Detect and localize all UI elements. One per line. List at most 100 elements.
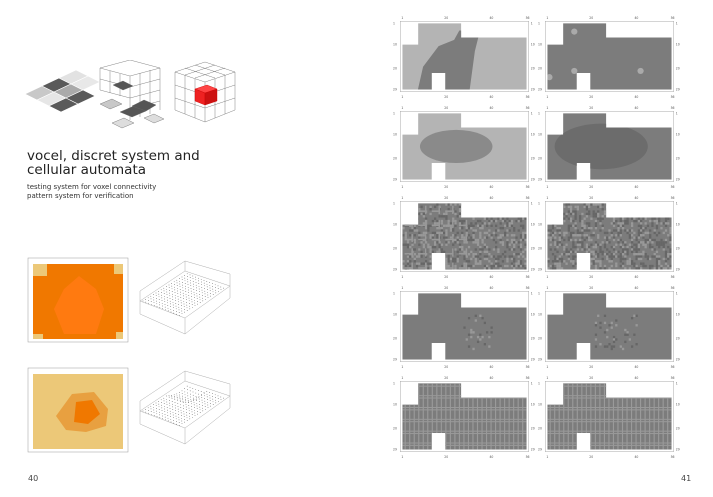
y-tick-label: 1 bbox=[531, 201, 533, 205]
x-tick-label: 56 bbox=[526, 286, 530, 290]
y-tick-label: 29 bbox=[531, 268, 535, 272]
y-tick-label: 10 bbox=[531, 43, 535, 47]
partial-cube-diagram bbox=[99, 60, 165, 129]
y-tick-label: 29 bbox=[676, 88, 680, 92]
y-tick-label: 20 bbox=[531, 336, 535, 340]
x-tick-label: 40 bbox=[489, 286, 493, 290]
y-tick-label: 20 bbox=[676, 156, 680, 160]
x-tick-label: 40 bbox=[634, 455, 638, 459]
y-tick-label: 10 bbox=[676, 403, 680, 407]
x-tick-label: 40 bbox=[489, 16, 493, 20]
y-tick-label: 10 bbox=[393, 223, 397, 227]
y-tick-label: 29 bbox=[538, 358, 542, 362]
y-tick-label: 10 bbox=[538, 403, 542, 407]
x-tick-label: 40 bbox=[489, 196, 493, 200]
wireframe-voxel-box-1 bbox=[139, 260, 231, 335]
x-tick-label: 40 bbox=[634, 16, 638, 20]
x-tick-label: 20 bbox=[589, 455, 593, 459]
y-tick-label: 29 bbox=[393, 268, 397, 272]
y-tick-label: 1 bbox=[676, 111, 678, 115]
x-tick-label: 20 bbox=[589, 376, 593, 380]
x-tick-label: 56 bbox=[671, 275, 675, 279]
y-tick-label: 1 bbox=[393, 201, 395, 205]
x-tick-label: 56 bbox=[671, 106, 675, 110]
x-tick-label: 1 bbox=[401, 185, 403, 189]
x-tick-label: 40 bbox=[634, 365, 638, 369]
x-tick-label: 1 bbox=[401, 16, 403, 20]
x-tick-label: 20 bbox=[589, 185, 593, 189]
x-tick-label: 56 bbox=[526, 16, 530, 20]
x-tick-label: 56 bbox=[526, 106, 530, 110]
wireframe-voxel-box-2 bbox=[139, 370, 231, 445]
y-tick-label: 20 bbox=[676, 246, 680, 250]
x-tick-label: 40 bbox=[489, 455, 493, 459]
y-tick-label: 20 bbox=[538, 336, 542, 340]
y-tick-label: 10 bbox=[393, 403, 397, 407]
y-tick-label: 20 bbox=[531, 426, 535, 430]
x-tick-label: 1 bbox=[546, 286, 548, 290]
x-tick-label: 40 bbox=[489, 95, 493, 99]
x-tick-label: 20 bbox=[444, 275, 448, 279]
orange-heatmap-1 bbox=[27, 257, 129, 343]
y-tick-label: 20 bbox=[676, 336, 680, 340]
x-tick-label: 20 bbox=[589, 95, 593, 99]
y-tick-label: 20 bbox=[676, 426, 680, 430]
x-tick-label: 1 bbox=[546, 16, 548, 20]
y-tick-label: 1 bbox=[538, 381, 540, 385]
x-tick-label: 40 bbox=[634, 286, 638, 290]
y-tick-label: 20 bbox=[538, 66, 542, 70]
x-tick-label: 40 bbox=[489, 185, 493, 189]
y-tick-label: 29 bbox=[531, 88, 535, 92]
x-tick-label: 40 bbox=[489, 275, 493, 279]
y-tick-label: 20 bbox=[393, 246, 397, 250]
y-tick-label: 29 bbox=[393, 358, 397, 362]
x-tick-label: 40 bbox=[634, 95, 638, 99]
x-tick-label: 1 bbox=[546, 365, 548, 369]
y-tick-label: 20 bbox=[393, 156, 397, 160]
y-tick-label: 10 bbox=[531, 133, 535, 137]
y-tick-label: 20 bbox=[393, 426, 397, 430]
x-tick-label: 56 bbox=[526, 365, 530, 369]
x-tick-label: 20 bbox=[589, 275, 593, 279]
x-tick-label: 56 bbox=[526, 376, 530, 380]
y-tick-label: 20 bbox=[531, 156, 535, 160]
y-tick-label: 1 bbox=[531, 381, 533, 385]
y-tick-label: 1 bbox=[531, 111, 533, 115]
y-tick-label: 29 bbox=[531, 178, 535, 182]
x-tick-label: 56 bbox=[671, 16, 675, 20]
y-tick-label: 1 bbox=[531, 291, 533, 295]
x-tick-label: 40 bbox=[634, 275, 638, 279]
x-tick-label: 56 bbox=[671, 196, 675, 200]
y-tick-label: 10 bbox=[393, 133, 397, 137]
x-tick-label: 1 bbox=[546, 455, 548, 459]
y-tick-label: 10 bbox=[531, 403, 535, 407]
x-tick-label: 56 bbox=[526, 95, 530, 99]
y-tick-label: 29 bbox=[676, 358, 680, 362]
x-tick-label: 20 bbox=[444, 286, 448, 290]
y-tick-label: 29 bbox=[676, 178, 680, 182]
y-tick-label: 1 bbox=[393, 111, 395, 115]
y-tick-label: 29 bbox=[538, 88, 542, 92]
x-tick-label: 20 bbox=[444, 376, 448, 380]
x-tick-label: 1 bbox=[401, 365, 403, 369]
x-tick-label: 1 bbox=[401, 455, 403, 459]
y-tick-label: 20 bbox=[676, 66, 680, 70]
y-tick-label: 29 bbox=[393, 448, 397, 452]
x-tick-label: 40 bbox=[489, 376, 493, 380]
x-tick-label: 20 bbox=[444, 365, 448, 369]
y-tick-label: 10 bbox=[538, 133, 542, 137]
x-tick-label: 56 bbox=[671, 185, 675, 189]
y-tick-label: 29 bbox=[676, 268, 680, 272]
x-tick-label: 56 bbox=[671, 286, 675, 290]
x-tick-label: 20 bbox=[444, 16, 448, 20]
subtitle-line: pattern system for verification bbox=[27, 192, 134, 200]
y-tick-label: 10 bbox=[676, 43, 680, 47]
x-tick-label: 56 bbox=[526, 185, 530, 189]
y-tick-label: 20 bbox=[538, 426, 542, 430]
y-tick-label: 20 bbox=[393, 66, 397, 70]
